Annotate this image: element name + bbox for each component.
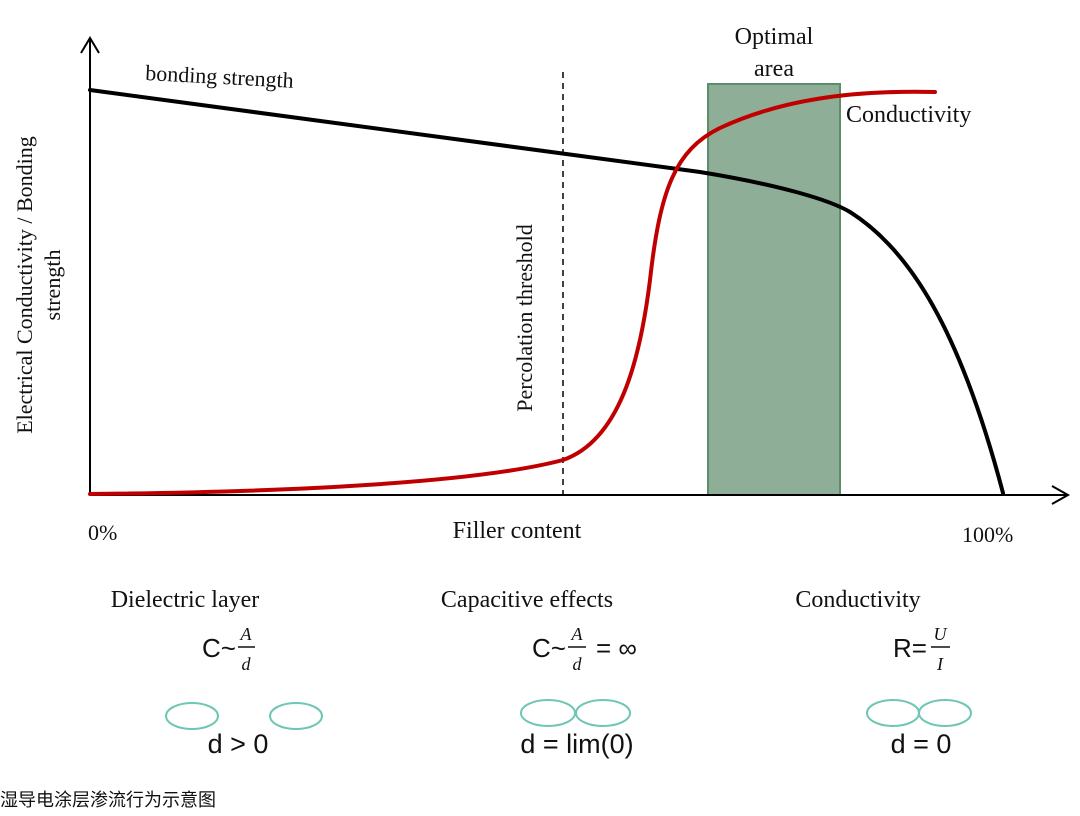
formula-denominator: d — [242, 654, 252, 674]
figure-caption: 湿导电涂层渗流行为示意图 — [0, 790, 216, 811]
formula-denominator: I — [936, 654, 944, 674]
distance-label: d = 0 — [891, 729, 952, 759]
formula-rhs: = ∞ — [596, 633, 637, 663]
region-conductivity: Conductivity R= U I d = 0 — [795, 587, 972, 759]
region-title: Conductivity — [795, 587, 920, 613]
formula-lhs: R= — [893, 633, 927, 663]
formula-numerator: A — [571, 624, 584, 644]
particle — [866, 699, 920, 727]
formula-denominator: d — [573, 654, 583, 674]
conductivity-curve — [88, 89, 937, 496]
optimal-area-label-line1: Optimal — [735, 24, 814, 50]
optimal-area-band — [707, 83, 841, 496]
particle — [269, 702, 323, 730]
y-axis-label-line1: Electrical Conductivity / Bonding — [12, 136, 37, 434]
x-axis-label: Filler content — [453, 518, 582, 544]
particle — [165, 702, 219, 730]
x-axis-max-label: 100% — [962, 522, 1013, 547]
formula-lhs: C~ — [202, 633, 236, 663]
formula-numerator: A — [240, 624, 253, 644]
distance-label: d > 0 — [208, 729, 269, 759]
x-axis-arrow — [1051, 485, 1071, 505]
distance-label: d = lim(0) — [520, 729, 633, 759]
particle — [918, 699, 972, 727]
bonding-strength-label: bonding strength — [145, 60, 295, 93]
region-capacitive: Capacitive effects C~ A d = ∞ d = lim(0) — [441, 587, 637, 759]
y-axis-label-line2: strength — [40, 250, 65, 321]
formula-numerator: U — [934, 624, 948, 644]
formula-lhs: C~ — [532, 633, 566, 663]
region-dielectric: Dielectric layer C~ A d d > 0 — [111, 587, 323, 759]
optimal-area-label-line2: area — [754, 56, 794, 82]
particle — [575, 699, 631, 727]
particle — [520, 699, 576, 727]
y-axis-arrow — [80, 36, 100, 54]
conductivity-curve-label: Conductivity — [846, 102, 971, 128]
region-title: Capacitive effects — [441, 587, 613, 613]
bonding-strength-curve — [88, 88, 1005, 495]
region-title: Dielectric layer — [111, 587, 260, 613]
x-axis-min-label: 0% — [88, 520, 117, 545]
percolation-threshold-label: Percolation threshold — [512, 224, 537, 412]
